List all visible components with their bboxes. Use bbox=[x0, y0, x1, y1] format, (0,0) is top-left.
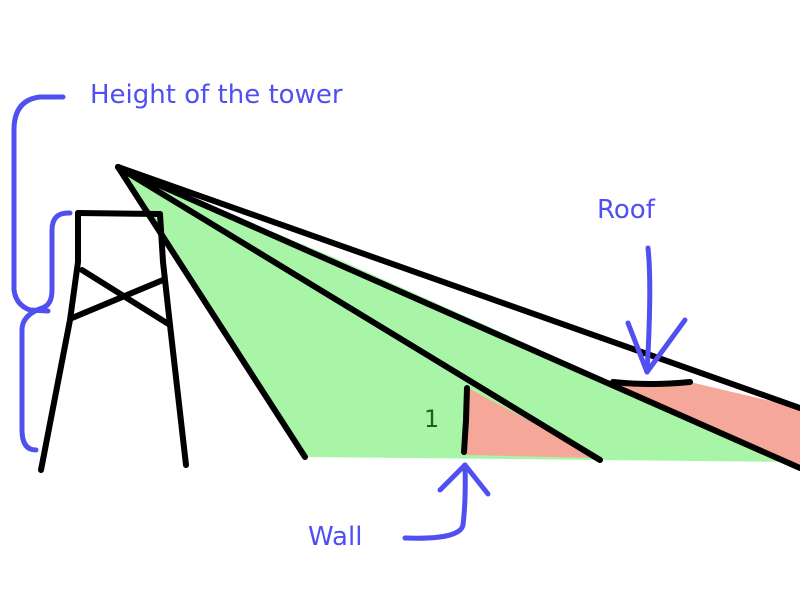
sight-line-roof bbox=[115, 164, 800, 471]
tower-height-bracket bbox=[19, 210, 73, 453]
wall-height-label: 1 bbox=[424, 405, 440, 433]
annotations bbox=[11, 94, 688, 541]
wall-arrow-head bbox=[437, 462, 491, 497]
wall bbox=[461, 385, 470, 455]
wall-arrow-shaft bbox=[402, 462, 468, 541]
sight-line-near bbox=[115, 164, 308, 460]
wall-label: Wall bbox=[308, 522, 363, 552]
roof-arrow-shaft bbox=[644, 245, 653, 375]
roof bbox=[610, 379, 693, 387]
sight-line-wall bbox=[115, 164, 603, 463]
tower-brace-2 bbox=[69, 277, 166, 321]
sight-lines bbox=[115, 164, 800, 471]
sight-line-horizon bbox=[115, 164, 800, 411]
height-of-tower-bracket bbox=[11, 94, 66, 314]
roof-arrow-head bbox=[625, 317, 688, 375]
tower bbox=[38, 210, 189, 473]
tower-left-leg bbox=[38, 210, 81, 473]
roof-label: Roof bbox=[597, 195, 655, 225]
height-of-tower-label: Height of the tower bbox=[90, 80, 343, 110]
